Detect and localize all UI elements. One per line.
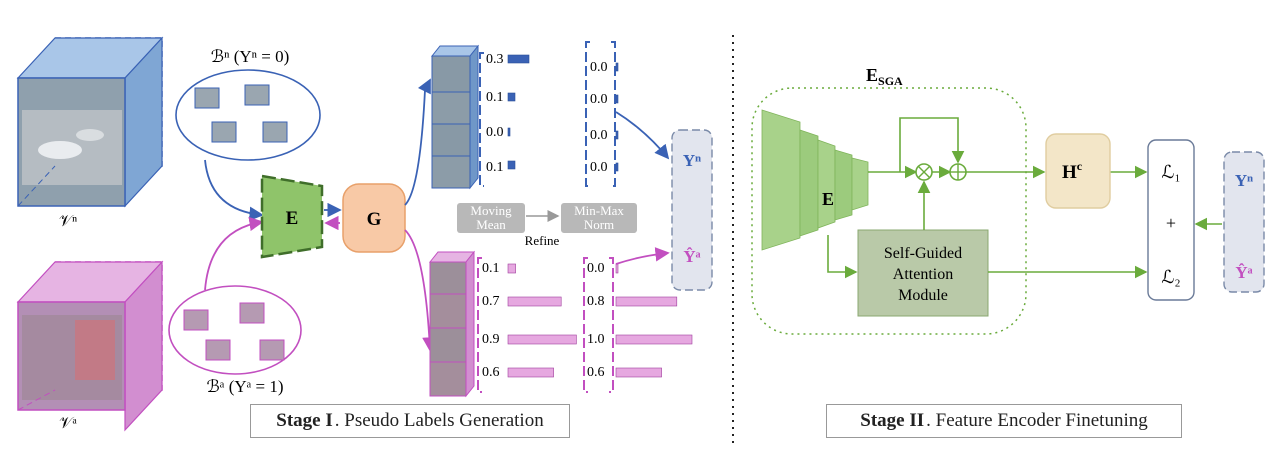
normal-norm-bar-4 — [615, 162, 619, 172]
normal-video-label: 𝒱ⁿ — [59, 213, 77, 230]
anomaly-bag-ellipse — [168, 285, 302, 375]
anomaly-raw-bar-4 — [507, 367, 554, 378]
generator-to-normal-scores-arrow — [404, 78, 431, 206]
stage2-title-box: Stage II. Feature Encoder Finetuning — [826, 404, 1182, 438]
stage2-y-normal: Yⁿ — [1235, 171, 1253, 190]
stage2-y-anomaly-hat: Ŷᵃ — [1235, 263, 1252, 282]
generator-to-anomaly-scores-arrow — [404, 229, 437, 352]
normal-raw-bracket — [479, 52, 484, 187]
stage2-title-bold: Stage II — [860, 410, 925, 431]
head-label: Hc — [1062, 159, 1083, 183]
normal-norm-bracket — [585, 41, 616, 187]
multiply-icon — [915, 163, 933, 181]
anomaly-norm-score-1: 0.0 — [587, 261, 605, 276]
normal-norm-score-3: 0.0 — [590, 128, 608, 143]
normal-norm-bar-3 — [615, 130, 619, 140]
normal-raw-bar-3 — [507, 127, 511, 137]
refine-label: Refine — [525, 233, 560, 248]
anomaly-raw-bar-3 — [507, 334, 577, 345]
generator-label: G — [367, 209, 382, 230]
loss-box — [1147, 139, 1195, 301]
loss2-label: ℒ₂ — [1161, 267, 1180, 287]
anomaly-raw-score-1: 0.1 — [482, 261, 500, 276]
stage1-y-anomaly-hat: Ŷᵃ — [683, 247, 700, 266]
normal-bag-label: ℬⁿ (Yⁿ = 0) — [211, 47, 290, 66]
anomaly-norm-score-2: 0.8 — [587, 294, 605, 309]
stage1-label-panel — [671, 129, 713, 291]
stage2-connections — [827, 117, 1222, 279]
moving-mean-box — [457, 203, 525, 233]
normal-norm-score-2: 0.0 — [590, 92, 608, 107]
normal-clip-stack — [430, 44, 480, 190]
sga-module-box — [857, 229, 989, 317]
sga-label-line-3: Module — [898, 287, 948, 304]
moving-mean-label-1: Moving — [470, 203, 512, 218]
normal-norm-bar-1 — [615, 62, 619, 72]
anomaly-norm-bar-3 — [615, 334, 693, 345]
normal-raw-score-4: 0.1 — [486, 160, 504, 175]
generator-block — [342, 183, 406, 253]
anomaly-to-label-arrow — [615, 247, 670, 265]
anomaly-bag-label: ℬᵃ (Yᵃ = 1) — [206, 377, 283, 396]
sga-label-line-2: Attention — [893, 266, 953, 283]
normal-norm-score-4: 0.0 — [590, 160, 608, 175]
normal-norm-bars — [615, 62, 619, 172]
normal-raw-score-3: 0.0 — [486, 125, 504, 140]
anomaly-norm-bar-2 — [615, 296, 678, 307]
stage1-y-normal: Yⁿ — [683, 151, 701, 170]
anomaly-video-label: 𝒱ᵃ — [59, 415, 77, 432]
anomaly-raw-score-3: 0.9 — [482, 332, 500, 347]
encoder-block — [260, 174, 324, 259]
anomaly-raw-score-4: 0.6 — [482, 365, 500, 380]
normal-raw-bar-4 — [507, 160, 516, 170]
head-box — [1045, 133, 1111, 209]
stage2-encoder-stack — [761, 109, 869, 251]
stage2-label-panel — [1223, 151, 1265, 293]
stage1-title-box: Stage I. Pseudo Labels Generation — [250, 404, 570, 438]
anomaly-raw-bracket — [477, 257, 482, 393]
loss-plus-label: + — [1166, 213, 1176, 233]
stage2-title-rest: . Feature Encoder Finetuning — [926, 410, 1148, 431]
normal-bag-clips — [194, 84, 288, 143]
stage1-title-rest: . Pseudo Labels Generation — [334, 410, 544, 431]
loss1-label: ℒ₁ — [1161, 162, 1180, 182]
anomaly-raw-score-2: 0.7 — [482, 294, 500, 309]
normal-video-cube — [16, 36, 164, 208]
normal-raw-bars — [507, 54, 530, 170]
anomaly-norm-bars — [615, 263, 693, 378]
normal-raw-score-1: 0.3 — [486, 52, 504, 67]
minmax-norm-label-2: Norm — [584, 217, 614, 232]
minmax-norm-label-1: Min-Max — [574, 203, 624, 218]
stage1-title-bold: Stage I — [276, 410, 333, 431]
normal-raw-bar-2 — [507, 92, 516, 102]
minmax-norm-box — [561, 203, 637, 233]
normal-raw-bar-1 — [507, 54, 530, 64]
anomaly-norm-score-4: 0.6 — [587, 365, 605, 380]
anomaly-raw-bars — [507, 263, 577, 378]
normal-to-encoder-arrow — [204, 159, 264, 221]
esga-label: ESGA — [866, 65, 903, 88]
normal-to-label-arrow — [615, 111, 670, 160]
anomaly-norm-score-3: 1.0 — [587, 332, 605, 347]
anomaly-norm-bracket — [583, 257, 614, 393]
anomaly-clip-stack — [428, 250, 476, 398]
anomaly-raw-bar-2 — [507, 296, 562, 307]
moving-mean-label-2: Mean — [476, 217, 506, 232]
encoder-label: E — [286, 208, 299, 229]
sga-label-line-1: Self-Guided — [884, 245, 962, 262]
anomaly-bag-clips — [183, 302, 285, 361]
anomaly-to-encoder-arrow — [204, 216, 264, 291]
normal-raw-score-2: 0.1 — [486, 90, 504, 105]
stage2-encoder-label: E — [822, 189, 834, 209]
normal-norm-score-1: 0.0 — [590, 60, 608, 75]
normal-norm-bar-2 — [615, 94, 619, 104]
anomaly-raw-bar-1 — [507, 263, 516, 274]
esga-container — [751, 87, 1027, 335]
anomaly-norm-bar-1 — [615, 263, 619, 274]
anomaly-norm-bar-4 — [615, 367, 662, 378]
anomaly-video-cube — [16, 260, 164, 432]
normal-bag-ellipse — [175, 69, 321, 161]
add-icon — [949, 163, 967, 181]
